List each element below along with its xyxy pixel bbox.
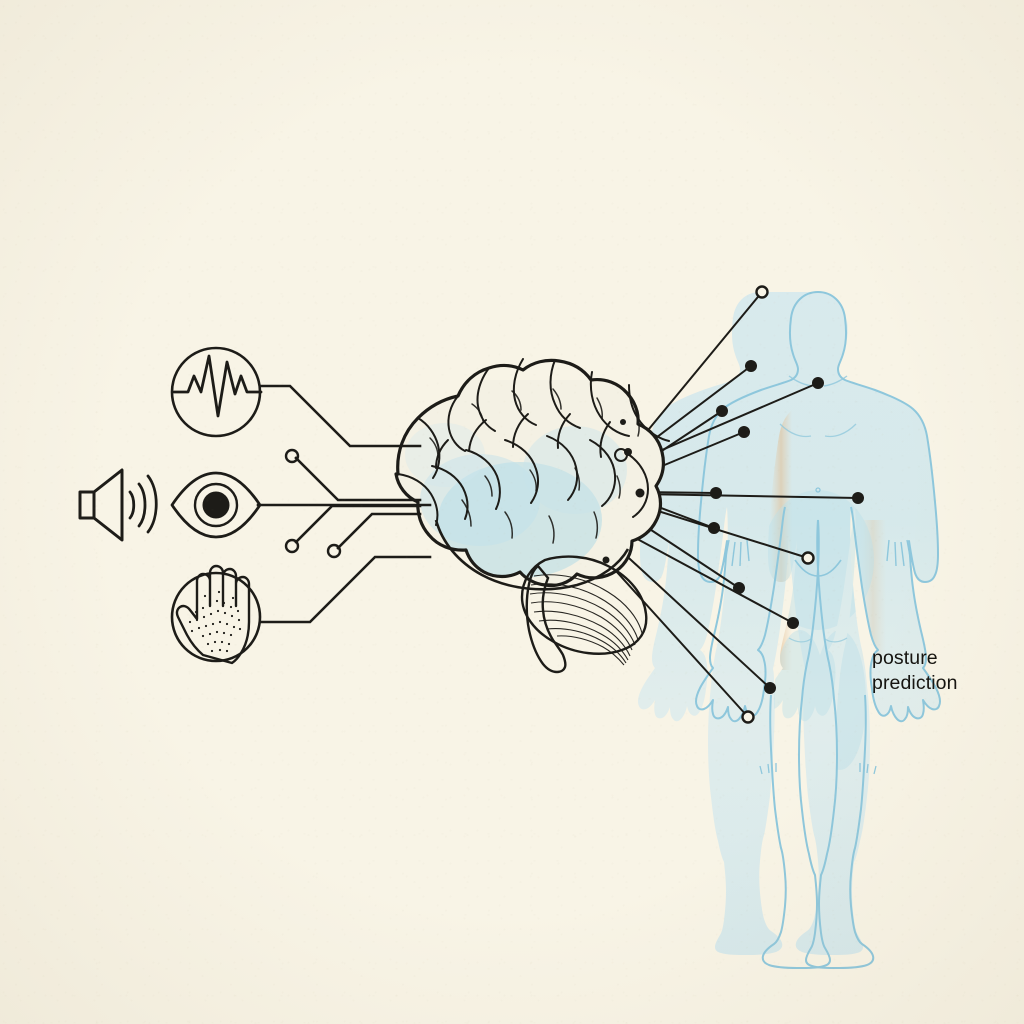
cerebellum: [520, 555, 648, 666]
body-clavicle-right: [823, 375, 848, 387]
body-fill: [638, 292, 940, 955]
sensor-waveform[interactable]: [170, 346, 263, 438]
body-knee-right: [824, 637, 848, 643]
output-ray: [639, 493, 859, 499]
circuit-traces: [256, 384, 432, 624]
circuit-trace-pad[interactable]: [326, 543, 342, 559]
human-body-silhouette: [638, 291, 941, 969]
waveform-icon: [172, 354, 263, 418]
output-ray-endpoint-hollow[interactable]: [741, 710, 755, 724]
body-hip-line: [794, 559, 842, 577]
speaker-icon-cone: [92, 468, 124, 542]
output-ray-endpoint-filled[interactable]: [812, 377, 824, 389]
body-hand-left: [724, 539, 750, 567]
output-ray-endpoint-filled[interactable]: [745, 360, 757, 372]
body-pectoral-right: [824, 423, 857, 438]
output-ray-endpoint-filled[interactable]: [716, 405, 728, 417]
trace-hand: [259, 555, 432, 624]
trace-pad2: [294, 504, 422, 544]
brain-illustration: [394, 358, 670, 674]
circuit-trace-pad[interactable]: [284, 538, 300, 554]
trace-pad3: [336, 512, 422, 550]
output-ray-endpoint-filled[interactable]: [787, 617, 799, 629]
output-ray-endpoint-filled[interactable]: [764, 682, 776, 694]
trace-pads: [284, 448, 342, 559]
hand-icon-frame: [170, 571, 262, 663]
temporal-lobe: [434, 519, 630, 591]
brain-sulci: [397, 358, 670, 526]
trace-pad1: [294, 456, 422, 502]
output-ray-endpoint-hollow[interactable]: [801, 551, 815, 565]
body-outline-legs-right: [798, 519, 875, 969]
output-ray: [627, 533, 794, 624]
brain-nodes: [602, 419, 645, 564]
output-ray: [635, 519, 740, 589]
output-ray: [629, 291, 763, 453]
body-knee-left: [788, 637, 812, 643]
body-feet: [759, 763, 877, 775]
output-ray-endpoint-filled[interactable]: [733, 582, 745, 594]
speaker-icon-body: [78, 490, 96, 520]
body-hand-right: [886, 539, 912, 567]
trace-waveform: [259, 384, 422, 448]
speaker-icon-waves: [128, 474, 158, 534]
brainstem: [525, 564, 567, 674]
brain-ring-node: [614, 448, 628, 462]
eye-icon-iris: [193, 482, 239, 528]
brain-fine-sulci: [429, 388, 640, 544]
posture-prediction-caption: posture prediction: [872, 647, 958, 694]
eye-icon-pupil: [202, 491, 230, 519]
output-ray-endpoint-hollow[interactable]: [755, 285, 769, 299]
hand-icon: [175, 564, 251, 665]
speaker-icon[interactable]: [78, 468, 158, 542]
sensor-eye[interactable]: [170, 471, 262, 539]
output-ray: [617, 547, 771, 689]
output-ray-endpoint-filled[interactable]: [738, 426, 750, 438]
body-pectoral-left: [779, 423, 812, 438]
output-ray: [641, 505, 809, 559]
body-outline-legs: [761, 519, 838, 969]
eye-icon-outline: [170, 471, 262, 539]
output-ray-endpoint-filled[interactable]: [852, 492, 864, 504]
cerebrum-outline: [394, 358, 665, 588]
body-navel: [815, 487, 821, 493]
circuit-trace-pad[interactable]: [284, 448, 300, 464]
output-ray: [605, 559, 749, 718]
body-outline: [817, 291, 941, 723]
sensor-hand[interactable]: [170, 564, 262, 665]
hand-icon-stipple: [188, 590, 242, 653]
